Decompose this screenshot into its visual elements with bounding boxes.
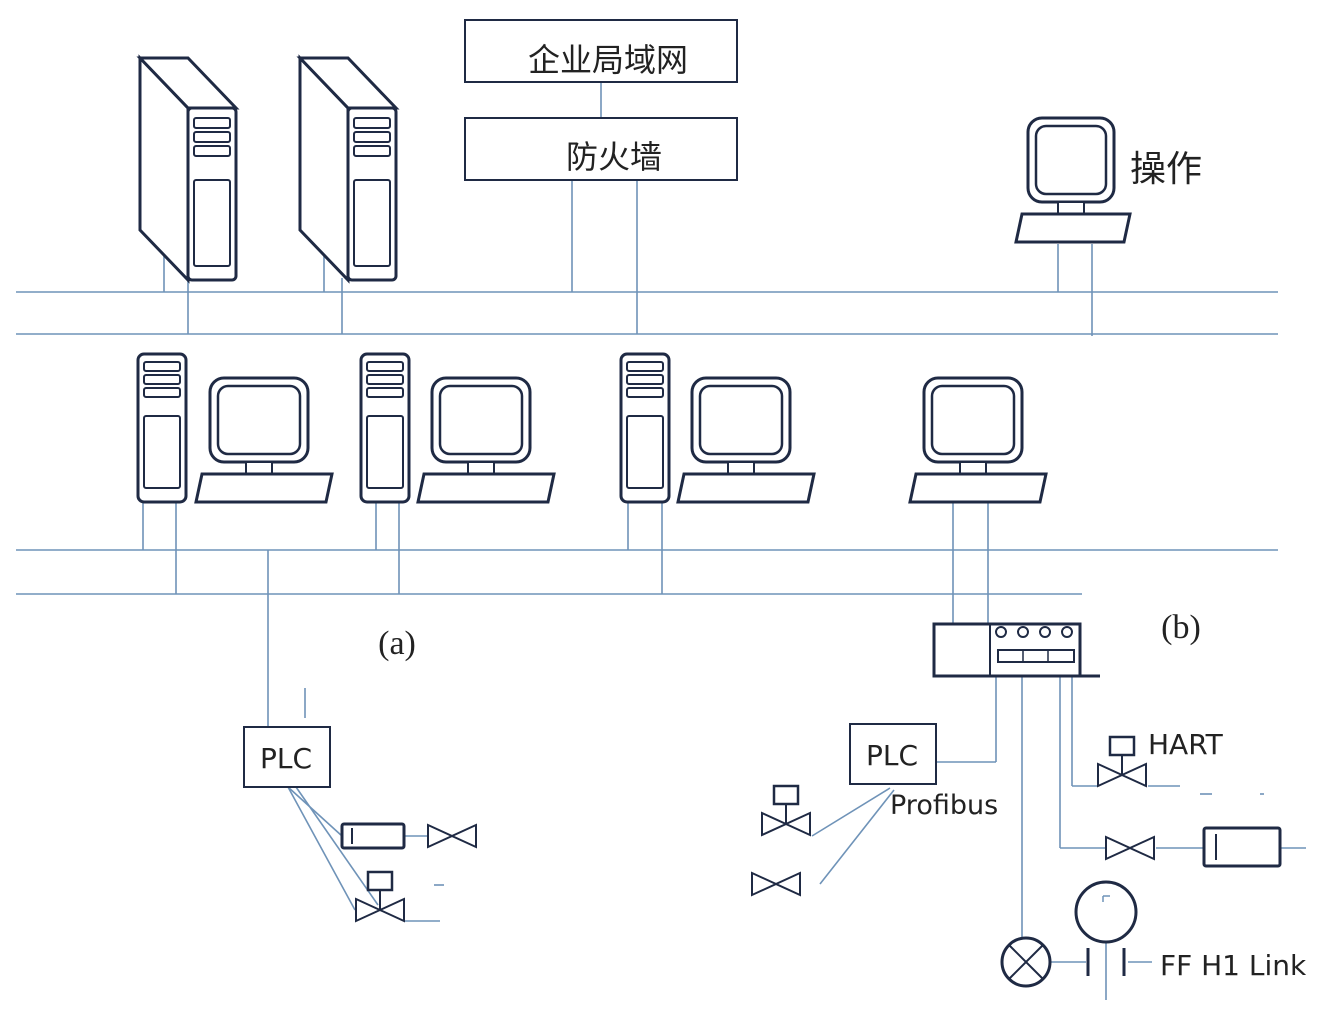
server-2-icon — [298, 56, 398, 282]
valve-icon — [751, 872, 801, 896]
monitor-icon — [194, 376, 334, 504]
pc-tower-icon — [136, 352, 188, 504]
indicator-icon — [1000, 936, 1052, 988]
pc-tower-icon — [619, 352, 671, 504]
plc-left: PLC — [243, 726, 331, 788]
monitor-icon — [416, 376, 556, 504]
flowmeter-icon — [1202, 826, 1282, 868]
workstation-4 — [908, 376, 1048, 504]
enterprise-lan-label: 企业局域网 — [528, 41, 688, 79]
flowmeter-icon — [340, 822, 406, 850]
profibus-label: Profibus — [890, 790, 998, 821]
hart-label: HART — [1148, 728, 1224, 761]
marker-a: (a) — [378, 625, 416, 662]
workstation-2 — [359, 352, 556, 504]
firewall-box: 防火墙 — [464, 117, 738, 181]
network-lines — [16, 82, 1306, 1000]
marker-b: (b) — [1161, 609, 1201, 646]
workstation-3 — [619, 352, 816, 504]
control-valve-icon — [760, 784, 812, 837]
monitor-icon — [908, 376, 1048, 504]
hart-valve-icon — [1096, 735, 1148, 788]
ff-h1-link-label: FF H1 Link — [1160, 949, 1307, 982]
server-1-icon — [138, 56, 238, 282]
pressure-gauge-icon — [1074, 880, 1138, 944]
plc-right: PLC — [849, 723, 937, 785]
workstation-1 — [136, 352, 334, 504]
keyboard-icon — [1014, 212, 1132, 244]
operator-station: 操作 — [1014, 116, 1202, 244]
operator-label: 操作 — [1130, 149, 1202, 190]
terminator-icon — [1086, 948, 1126, 976]
monitor-icon — [676, 376, 816, 504]
enterprise-lan-box: 企业局域网 — [464, 19, 738, 83]
firewall-label: 防火墙 — [566, 138, 662, 176]
plc-right-label: PLC — [866, 739, 918, 772]
pc-tower-icon — [359, 352, 411, 504]
valve-icon — [427, 824, 477, 848]
valve-icon — [1105, 836, 1155, 860]
control-valve-icon — [354, 870, 406, 923]
field-interface-module — [932, 622, 1100, 678]
plc-left-label: PLC — [260, 742, 312, 775]
